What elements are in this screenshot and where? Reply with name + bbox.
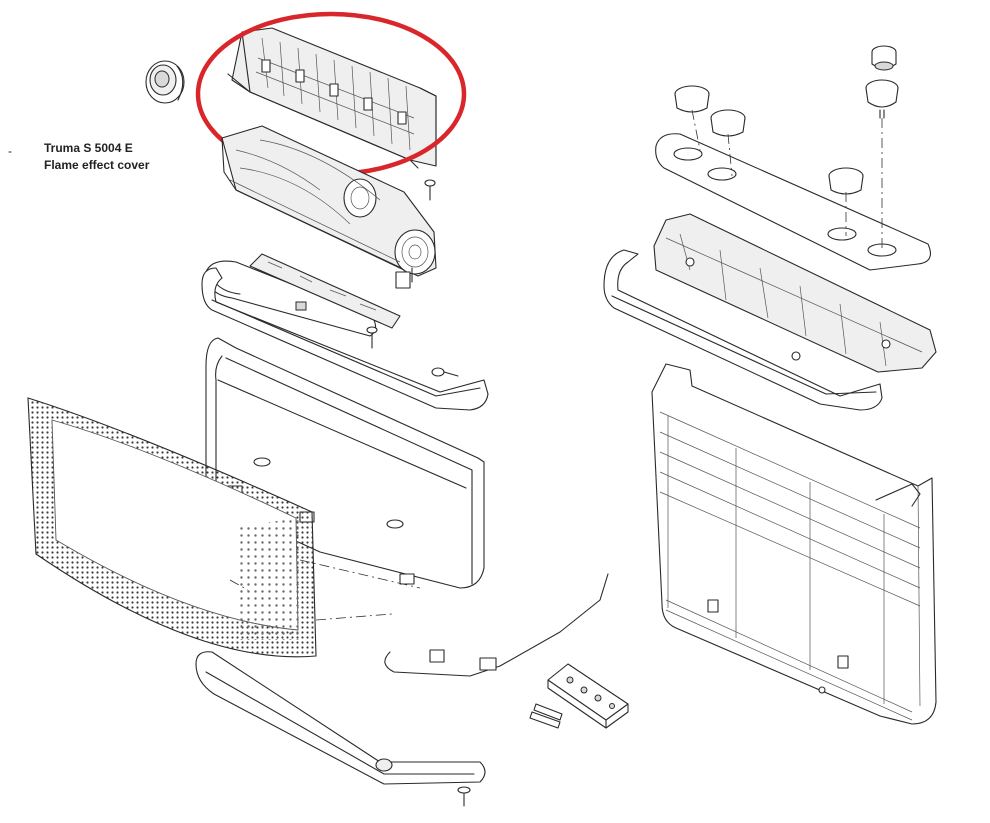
- perforated-mesh-panel-part: [27, 397, 317, 658]
- part-name: Flame effect cover: [44, 158, 150, 172]
- assembly-line: [315, 613, 393, 621]
- assembly-line: [229, 579, 249, 591]
- batteries-part: [529, 703, 563, 729]
- button-cap-part: [828, 167, 864, 195]
- control-housing-part: [653, 213, 937, 373]
- control-knob-part: [865, 45, 899, 119]
- front-trim-part: [603, 249, 883, 411]
- remote-control-part: [547, 663, 629, 729]
- control-board-part: [249, 253, 401, 329]
- button-cap-part: [710, 109, 746, 137]
- screw-part: [431, 367, 459, 377]
- log-set-part: [221, 125, 437, 289]
- flame-effect-cover-part: [227, 27, 437, 169]
- assembly-line: [727, 133, 733, 177]
- button-cap-part: [674, 85, 710, 113]
- upper-bezel-part: [201, 267, 489, 411]
- cable-harness-part: [384, 573, 609, 677]
- model-name: Truma S 5004 E: [44, 141, 133, 155]
- screw-part: [457, 786, 471, 807]
- top-plate-part: [655, 133, 931, 271]
- round-knob-part: [145, 60, 185, 104]
- outer-casing-part: [651, 363, 937, 725]
- lower-bumper-bar-part: [195, 651, 486, 785]
- assembly-line: [299, 559, 421, 589]
- screw-part: [366, 326, 378, 349]
- part-caption: Truma S 5004 E Flame effect cover: [44, 140, 149, 174]
- screw-part: [424, 179, 436, 201]
- assembly-line: [691, 109, 701, 151]
